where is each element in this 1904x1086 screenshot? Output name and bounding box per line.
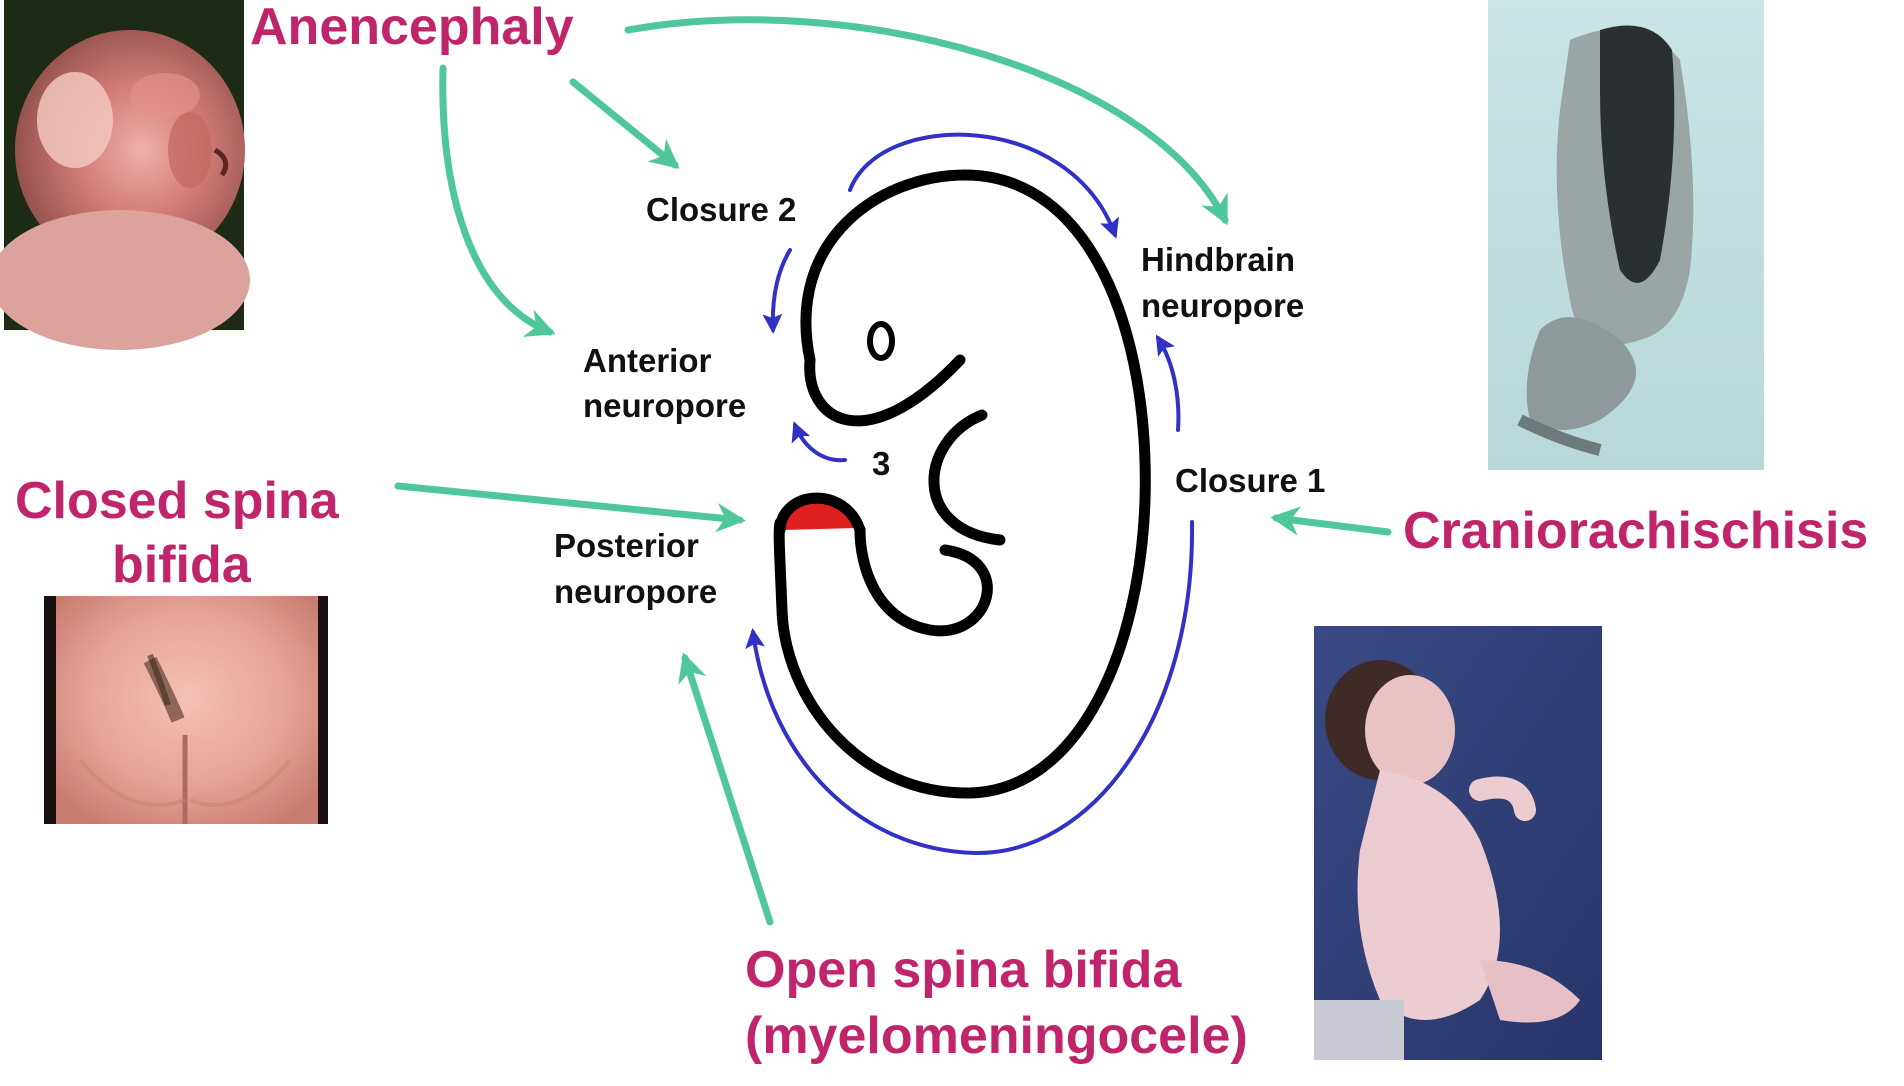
closed-spina-bifida-to-posterior-arrow (394, 482, 746, 533)
anencephaly-to-anterior-arrow (439, 64, 556, 337)
closure-1-label: Closure 1 (1175, 462, 1325, 499)
closure2-to-anterior-arrow (762, 248, 792, 334)
open-spina-bifida-label-line2: (myelomeningocele) (745, 1007, 1248, 1065)
closed-spina-bifida-label-line2: bifida (112, 536, 252, 594)
anencephaly-photo (0, 0, 250, 350)
open-spina-bifida-to-posterior-arrow (678, 652, 774, 926)
closed-spina-bifida-label-line1: Closed spina (15, 472, 340, 530)
anencephaly-label: Anencephaly (250, 0, 574, 56)
anterior-neuropore-label-line2: neuropore (583, 387, 746, 424)
craniorachischisis-label: Craniorachischisis (1403, 502, 1868, 560)
closure1-to-hindbrain-arrow (1155, 334, 1181, 432)
closure-arrows (745, 132, 1195, 856)
closure-3-label: 3 (872, 445, 890, 482)
hindbrain-neuropore-label-line2: neuropore (1141, 287, 1304, 324)
defect-arrows (394, 16, 1392, 926)
craniorachischisis-photo (1488, 0, 1764, 470)
closure3-to-anterior-arrow (791, 421, 847, 463)
anterior-neuropore-label-line1: Anterior (583, 342, 712, 379)
open-spina-bifida-label-line1: Open spina bifida (745, 941, 1182, 999)
posterior-neuropore-label-line1: Posterior (554, 527, 699, 564)
closure2-to-hindbrain-arrow (848, 132, 1119, 239)
closure1-to-posterior-arrow (745, 520, 1195, 856)
anencephaly-to-closure2-arrow (569, 78, 680, 169)
anencephaly-to-hindbrain-arrow (624, 16, 1229, 226)
closure-2-label: Closure 2 (646, 191, 796, 228)
open-spina-bifida-photo (1314, 626, 1602, 1060)
closed-spina-bifida-photo (44, 596, 328, 824)
posterior-neuropore-label-line2: neuropore (554, 573, 717, 610)
craniorachischisis-to-closure1-arrow (1270, 506, 1392, 536)
hindbrain-neuropore-label-line1: Hindbrain (1141, 241, 1295, 278)
embryo-outline (773, 169, 1151, 799)
